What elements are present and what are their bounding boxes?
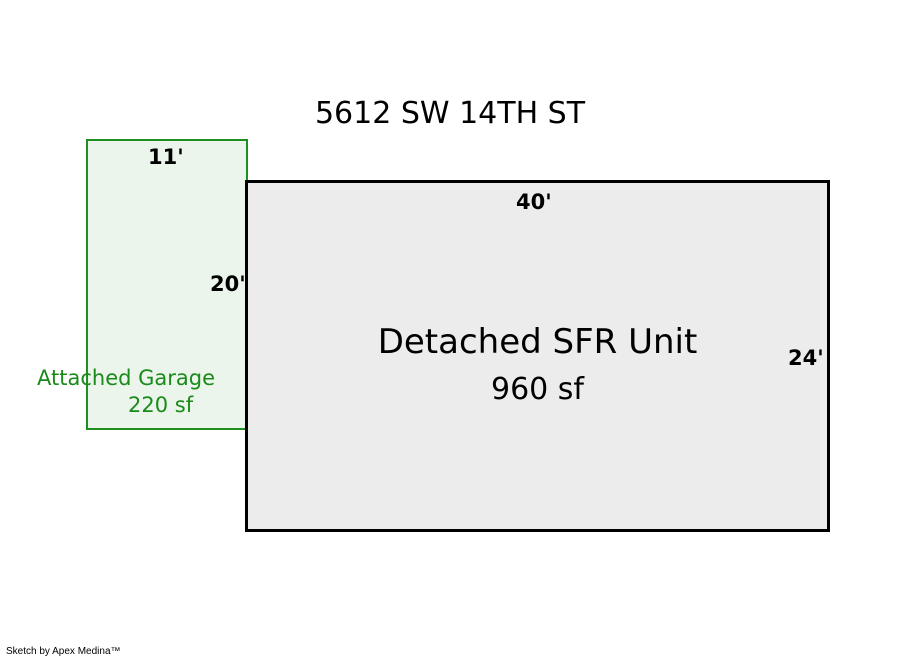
sketch-credit: Sketch by Apex Medina™ <box>6 646 121 657</box>
property-address: 5612 SW 14TH ST <box>314 96 586 131</box>
garage-area-label: 220 sf <box>128 393 194 417</box>
house-area-label: 960 sf <box>491 372 584 407</box>
garage-width-label: 11' <box>148 145 184 169</box>
garage-name-label: Attached Garage <box>37 366 216 390</box>
house-depth-label: 24' <box>788 346 824 370</box>
garage-depth-label: 20' <box>210 272 246 296</box>
house-width-label: 40' <box>516 190 552 214</box>
house-area <box>245 180 830 532</box>
garage-area <box>86 139 248 430</box>
house-name-label: Detached SFR Unit <box>377 322 698 362</box>
